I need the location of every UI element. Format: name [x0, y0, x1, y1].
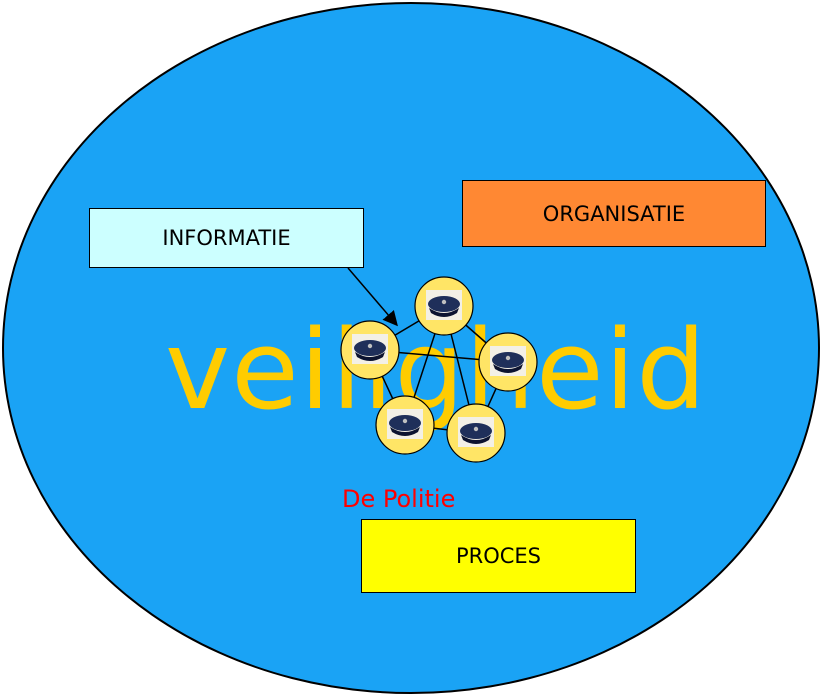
proces-box: PROCES	[361, 519, 636, 593]
organisatie-box: ORGANISATIE	[462, 180, 766, 247]
organisatie-label: ORGANISATIE	[542, 201, 686, 226]
proces-label: PROCES	[455, 544, 542, 568]
police-cap-icon	[414, 276, 474, 336]
police-cap-icon	[446, 403, 506, 463]
police-cap-icon	[478, 332, 538, 392]
informatie-arrow	[347, 267, 398, 327]
informatie-box: INFORMATIE	[89, 208, 364, 268]
network-nodes	[340, 276, 538, 463]
informatie-label: INFORMATIE	[162, 226, 291, 250]
police-cap-icon	[375, 395, 435, 455]
subtitle-label: De Politie	[342, 485, 456, 513]
police-cap-icon	[340, 320, 400, 380]
